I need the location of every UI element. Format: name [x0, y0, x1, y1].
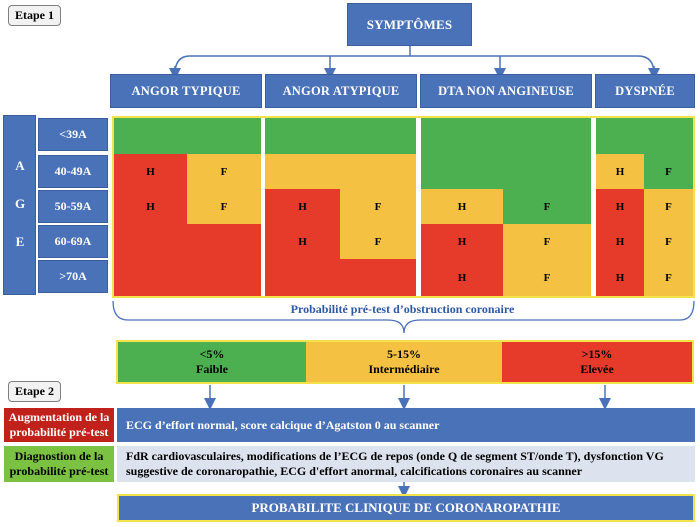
- increase-text: ECG d’effort normal, score calcique d’Ag…: [117, 408, 695, 442]
- grid-cell-h-label: H: [298, 200, 307, 213]
- grid-cell: [265, 118, 416, 154]
- grid-cell-f: [187, 154, 261, 224]
- grid-cell-h-label: H: [298, 235, 307, 248]
- grid-cell-h-label: H: [615, 235, 625, 248]
- grid-cell-f-label: F: [543, 235, 551, 248]
- risk-grid-frame: [112, 116, 695, 298]
- grid-cell: [503, 224, 591, 296]
- grid-cell: [265, 189, 340, 296]
- age-row-gt70: >70A: [38, 260, 108, 293]
- grid-cell: [340, 189, 416, 259]
- grid-cell-f-label: F: [665, 271, 672, 284]
- grid-cell-f-label: F: [665, 165, 672, 178]
- probability-high: >15% Elevée: [502, 340, 694, 384]
- grid-cell-f-label: F: [665, 235, 672, 248]
- grid-cell: [114, 154, 187, 224]
- grid-cell: [114, 118, 261, 154]
- probability-intermediate-pct: 5-15%: [387, 347, 421, 361]
- age-row-40-49: 40-49A: [38, 155, 108, 188]
- age-row-lt39: <39A: [38, 118, 108, 151]
- probability-low-label: Faible: [196, 362, 228, 376]
- probability-intermediate-label: Intermédiaire: [368, 362, 440, 376]
- grid-cell-h-label: H: [457, 235, 467, 248]
- age-row-60-69: 60-69A: [38, 225, 108, 258]
- probability-low: <5% Faible: [116, 340, 306, 384]
- grid-cell-f-label: F: [374, 200, 382, 213]
- grid-cell: [265, 154, 416, 189]
- probability-intermediate: 5-15% Intermédiaire: [306, 340, 502, 384]
- grid-cell: [596, 154, 644, 189]
- grid-cell-f-label: F: [543, 271, 551, 284]
- grid-cell: [421, 189, 503, 224]
- symptoms-header: SYMPTÔMES: [347, 3, 472, 46]
- increase-label: Augmentation de la probabilité pré-test: [4, 408, 114, 442]
- age-axis-label: A G E: [3, 115, 36, 295]
- grid-cell-f-label: F: [220, 165, 228, 178]
- column-header-dyspnee: DYSPNÉE: [595, 74, 695, 108]
- grid-cell: [644, 189, 693, 296]
- grid-cell-h-label: H: [146, 165, 155, 178]
- grid-cell-f-label: F: [665, 200, 672, 213]
- grid-cell: [644, 154, 693, 189]
- age-row-50-59: 50-59A: [38, 190, 108, 223]
- grid-cell-f-label: F: [220, 200, 228, 213]
- pretest-caption: Probabilité pré-test d’obstruction coron…: [290, 302, 515, 316]
- column-header-angor-typique: ANGOR TYPIQUE: [110, 74, 262, 108]
- step-2-label: Etape 2: [8, 381, 61, 402]
- grid-cell-f-label: F: [543, 200, 551, 213]
- grid-cell-f-label: F: [374, 235, 382, 248]
- probability-low-pct: <5%: [199, 347, 225, 361]
- grid-cell-h-label: H: [457, 271, 467, 284]
- grid-cell-h-label: H: [615, 271, 625, 284]
- final-probability-box: PROBABILITE CLINIQUE DE CORONAROPATHIE: [117, 494, 695, 522]
- column-header-dta-non-angineuse: DTA NON ANGINEUSE: [420, 74, 592, 108]
- grid-cell-h-label: H: [615, 165, 625, 178]
- grid-cell: [340, 259, 416, 296]
- grid-cell: [421, 224, 503, 296]
- grid-cell: [503, 189, 591, 224]
- probability-high-pct: >15%: [581, 347, 613, 361]
- probability-high-label: Elevée: [580, 362, 614, 376]
- grid-cell: [421, 118, 591, 189]
- grid-cell: [596, 118, 693, 154]
- grid-cell: [114, 224, 261, 296]
- column-header-angor-atypique: ANGOR ATYPIQUE: [265, 74, 417, 108]
- grid-cell-h-label: H: [457, 200, 467, 213]
- diagnosis-label: Diagnostion de la probabilité pré-test: [4, 446, 114, 482]
- grid-cell-h-label: H: [615, 200, 625, 213]
- step-1-label: Etape 1: [8, 5, 61, 26]
- grid-cell-h-label: H: [146, 200, 155, 213]
- diagnosis-text: FdR cardiovasculaires, modifications de …: [117, 446, 695, 482]
- grid-cell: [596, 189, 644, 296]
